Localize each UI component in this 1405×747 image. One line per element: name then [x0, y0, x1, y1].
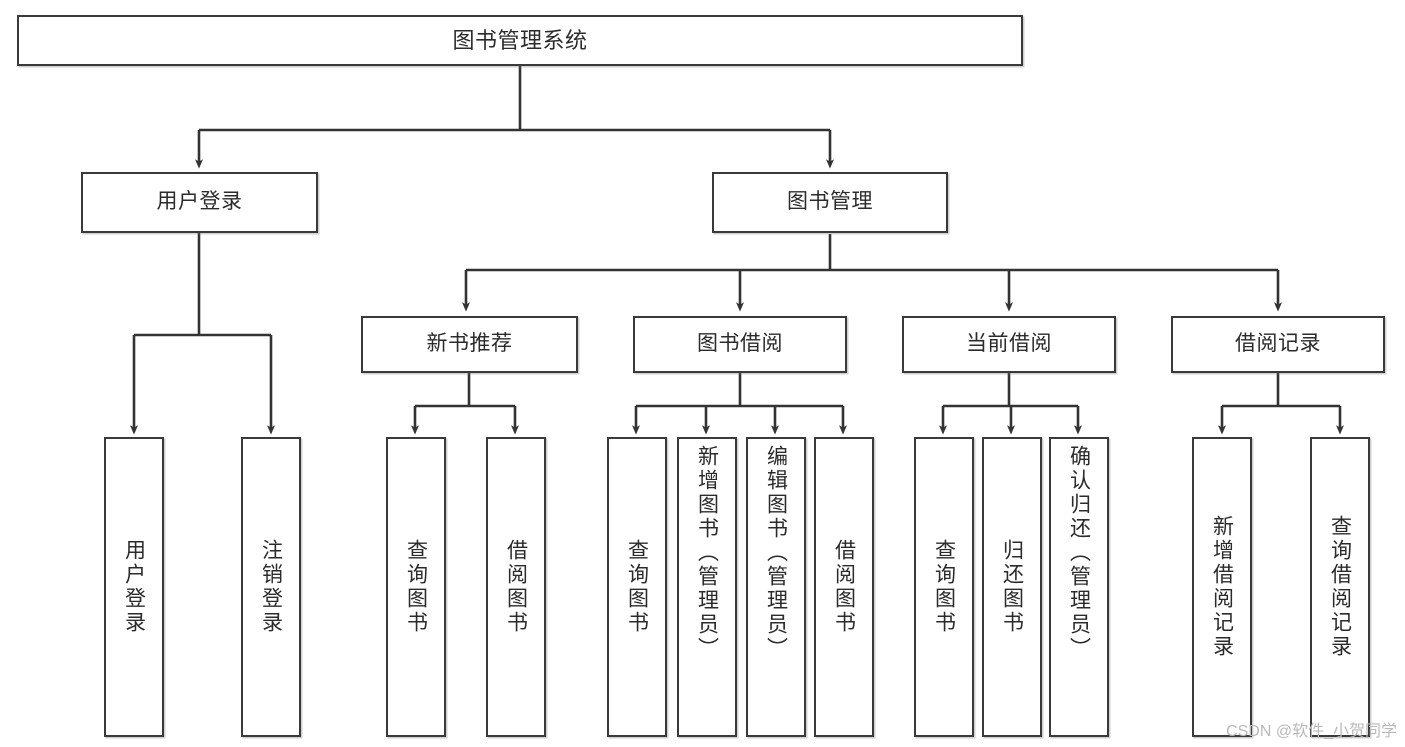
node-label: 注销登录 — [259, 539, 283, 635]
node-label: 归还图书 — [1000, 539, 1024, 635]
leaf-logout-login[interactable]: 注销登录 — [241, 437, 301, 737]
csdn-watermark: CSDN @软件_小贺同学 — [1226, 723, 1397, 740]
leaf-borrow-book-2[interactable]: 借阅图书 — [814, 437, 874, 737]
leaf-query-book-2[interactable]: 查询图书 — [607, 437, 667, 737]
node-root-system[interactable]: 图书管理系统 — [17, 15, 1023, 66]
node-borrow-record[interactable]: 借阅记录 — [1171, 316, 1385, 373]
node-label: 用户登录 — [122, 539, 146, 635]
leaf-return-book[interactable]: 归还图书 — [982, 437, 1042, 737]
node-book-manage[interactable]: 图书管理 — [712, 172, 948, 233]
node-label: 借阅记录 — [1235, 332, 1321, 356]
node-label: 编辑图书（管理员） — [764, 445, 788, 661]
leaf-user-login[interactable]: 用户登录 — [104, 437, 164, 737]
node-label: 新增图书（管理员） — [695, 445, 719, 661]
node-label: 新增借阅记录 — [1210, 515, 1234, 659]
node-label: 图书借阅 — [697, 332, 783, 356]
node-label: 借阅图书 — [832, 539, 856, 635]
leaf-add-record[interactable]: 新增借阅记录 — [1192, 437, 1252, 737]
node-label: 查询图书 — [404, 539, 428, 635]
node-label: 查询图书 — [932, 539, 956, 635]
node-label: 借阅图书 — [504, 539, 528, 635]
node-label: 查询借阅记录 — [1328, 515, 1352, 659]
node-label: 图书管理系统 — [452, 27, 588, 53]
node-user-login[interactable]: 用户登录 — [81, 172, 318, 233]
leaf-confirm-return[interactable]: 确认归还（管理员） — [1049, 437, 1109, 737]
node-label: 当前借阅 — [966, 332, 1052, 356]
leaf-borrow-book-1[interactable]: 借阅图书 — [486, 437, 546, 737]
node-book-borrow[interactable]: 图书借阅 — [633, 316, 847, 373]
node-label: 确认归还（管理员） — [1067, 445, 1091, 661]
leaf-query-record[interactable]: 查询借阅记录 — [1310, 437, 1370, 737]
node-label: 新书推荐 — [426, 332, 513, 356]
node-new-book-recommend[interactable]: 新书推荐 — [361, 316, 578, 373]
leaf-edit-book[interactable]: 编辑图书（管理员） — [746, 437, 806, 737]
node-label: 查询图书 — [625, 539, 649, 635]
leaf-query-book-1[interactable]: 查询图书 — [386, 437, 446, 737]
leaf-add-book[interactable]: 新增图书（管理员） — [677, 437, 737, 737]
node-current-borrow[interactable]: 当前借阅 — [902, 316, 1116, 373]
leaf-query-book-3[interactable]: 查询图书 — [914, 437, 974, 737]
node-label: 用户登录 — [156, 190, 243, 214]
node-label: 图书管理 — [787, 190, 873, 214]
